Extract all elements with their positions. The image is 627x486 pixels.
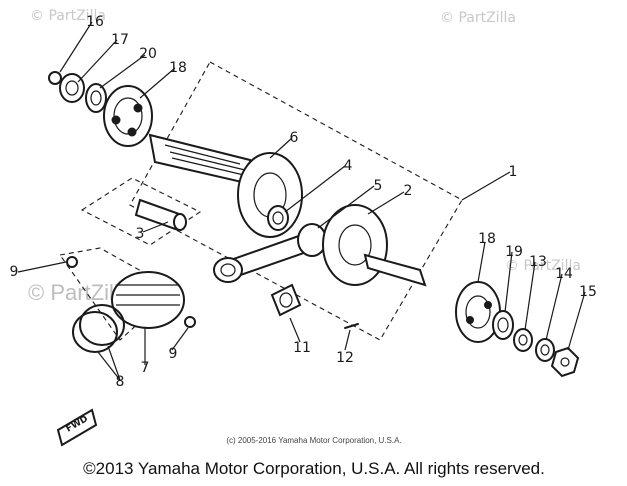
watermark-top-left: © PartZilla xyxy=(30,8,106,24)
part-9-clip-upper xyxy=(66,256,78,268)
part-7-piston xyxy=(111,271,185,329)
callout-16: 16 xyxy=(86,14,104,30)
part-17-collar xyxy=(59,73,85,103)
part-3-piston-pin xyxy=(134,198,187,232)
callout-9-lower: 9 xyxy=(169,346,178,362)
callout-3: 3 xyxy=(136,226,145,242)
watermark-mid-right: © PartZilla xyxy=(505,258,581,274)
callout-13: 13 xyxy=(529,254,547,270)
part-9-clip-lower xyxy=(184,316,196,328)
part-18-bearing-left xyxy=(103,85,153,147)
footer-copyright: ©2013 Yamaha Motor Corporation, U.S.A. A… xyxy=(83,459,545,478)
assembly-outline-3 xyxy=(80,177,202,246)
callout-14: 14 xyxy=(555,266,573,282)
part-16-circlip xyxy=(48,71,62,85)
watermark-top-right: © PartZilla xyxy=(440,10,516,26)
callout-12: 12 xyxy=(336,350,354,366)
callout-4: 4 xyxy=(344,158,353,174)
part-8-piston-rings xyxy=(72,304,125,353)
callout-20: 20 xyxy=(139,46,157,62)
callout-18-right: 18 xyxy=(478,231,496,247)
callout-8: 8 xyxy=(116,374,125,390)
leader-lines xyxy=(17,21,586,381)
part-4-needle-bearing xyxy=(267,205,289,231)
part-11-small-end-bearing xyxy=(270,283,302,317)
callout-15: 15 xyxy=(579,284,597,300)
callout-6: 6 xyxy=(290,130,299,146)
part-5-connecting-rod xyxy=(213,223,327,283)
part-14-washer xyxy=(535,338,555,362)
callout-9-upper: 9 xyxy=(10,264,19,280)
callout-11: 11 xyxy=(293,340,311,356)
part-13-spacer xyxy=(513,328,533,352)
part-12-key xyxy=(344,323,359,329)
forward-arrow-icon: FWD xyxy=(56,408,98,447)
callout-1: 1 xyxy=(509,164,518,180)
callout-17: 17 xyxy=(111,32,129,48)
callout-2: 2 xyxy=(404,183,413,199)
callout-5: 5 xyxy=(374,178,383,194)
callout-18-left: 18 xyxy=(169,60,187,76)
part-20-washer xyxy=(85,83,107,113)
small-copyright: (c) 2005-2016 Yamaha Motor Corporation, … xyxy=(226,436,401,445)
callout-7: 7 xyxy=(141,360,150,376)
assembly-outline-1 xyxy=(129,61,463,341)
part-18-bearing-right xyxy=(455,281,501,343)
callout-19: 19 xyxy=(505,244,523,260)
part-15-nut xyxy=(550,346,580,378)
part-2-crank-half-right xyxy=(322,204,427,287)
part-19-washer xyxy=(492,310,514,340)
